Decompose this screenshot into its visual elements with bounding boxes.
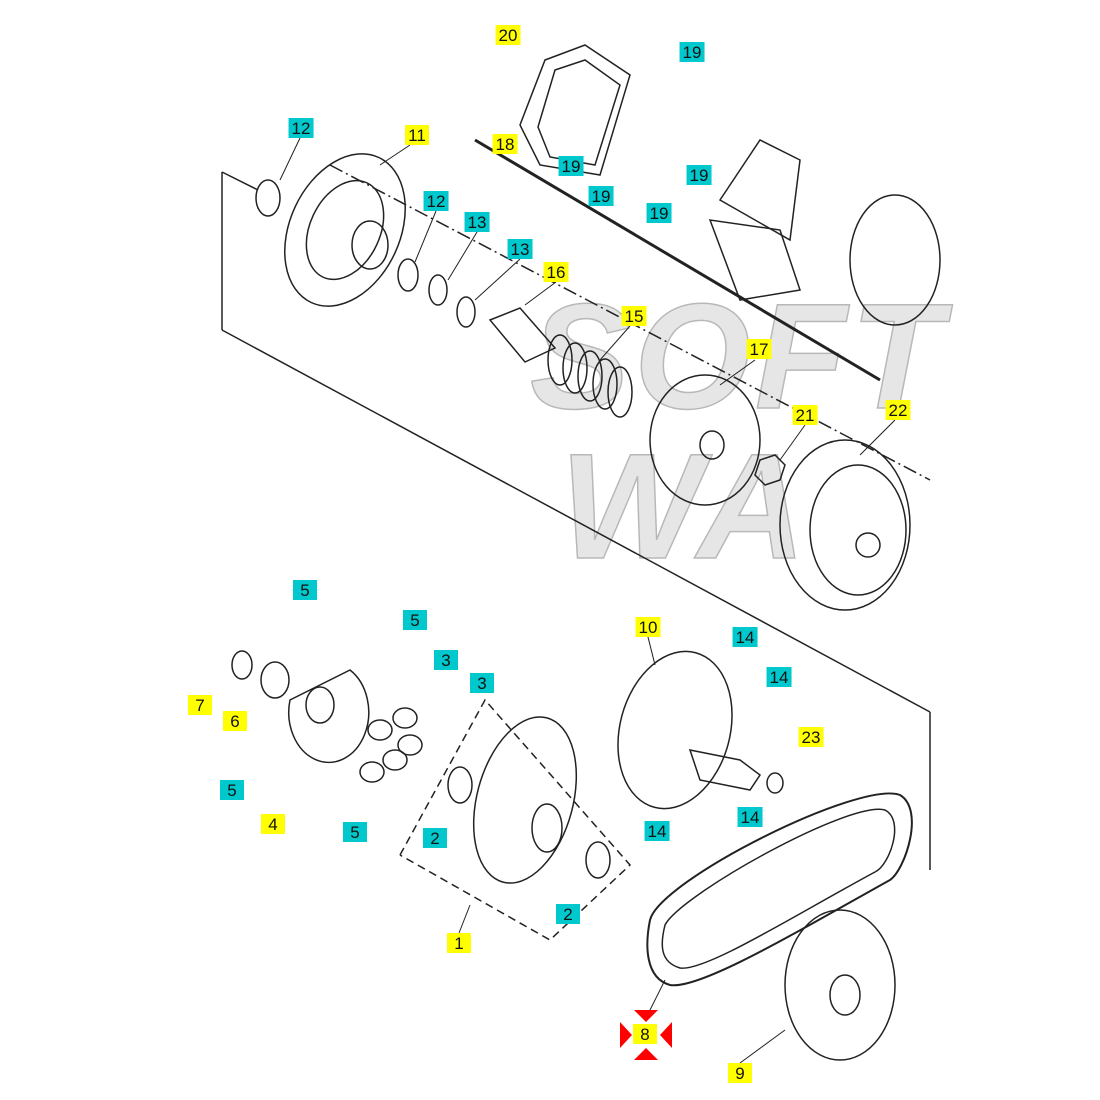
part-23-washer	[766, 772, 784, 794]
part-label-20[interactable]: 20	[495, 25, 521, 45]
part-label-22[interactable]: 22	[885, 400, 911, 420]
part-label-9[interactable]: 9	[728, 1063, 752, 1083]
part-label-3[interactable]: 3	[434, 650, 458, 670]
part-12-ring-2	[397, 258, 419, 292]
part-9-fan	[784, 909, 896, 1061]
part-label-2[interactable]: 2	[423, 828, 447, 848]
part-6-bush	[260, 661, 290, 699]
part-label-6[interactable]: 6	[223, 711, 247, 731]
part-21-nut	[754, 454, 786, 486]
part-label-14[interactable]: 14	[766, 667, 792, 687]
part-13-oring	[428, 274, 448, 306]
part-16-collar	[488, 307, 557, 363]
part-label-5[interactable]: 5	[293, 580, 317, 600]
part-label-2[interactable]: 2	[556, 904, 580, 924]
highlight-arrows-icon	[620, 1010, 672, 1060]
part-10-sheave	[617, 650, 733, 810]
part-label-7[interactable]: 7	[188, 695, 212, 715]
part-13-oring-2	[456, 296, 476, 328]
part-label-19[interactable]: 19	[679, 42, 705, 62]
part-2-ring-2	[585, 841, 611, 879]
part-1-group-outline	[399, 698, 632, 941]
part-18-gasket	[519, 44, 631, 176]
part-label-12[interactable]: 12	[423, 191, 449, 211]
part-label-4[interactable]: 4	[261, 814, 285, 834]
part-22-housing	[779, 439, 911, 611]
part-label-11[interactable]: 11	[405, 125, 429, 145]
clutch-shoe-2	[708, 219, 801, 301]
watermark: SOFT	[529, 271, 946, 441]
part-7-ring	[231, 650, 253, 680]
part-label-5[interactable]: 5	[403, 610, 427, 630]
clutch-plate	[849, 194, 941, 326]
part-label-15[interactable]: 15	[621, 306, 647, 326]
part-label-19[interactable]: 19	[646, 203, 672, 223]
clutch-shoe	[718, 139, 801, 242]
part-label-13[interactable]: 13	[507, 239, 533, 259]
part-label-12[interactable]: 12	[288, 118, 314, 138]
part-3-rollers	[359, 707, 423, 783]
part-label-23[interactable]: 23	[798, 727, 824, 747]
part-label-14[interactable]: 14	[737, 807, 763, 827]
part-2-ring	[447, 766, 473, 804]
part-label-10[interactable]: 10	[635, 617, 661, 637]
part-15-spring	[547, 334, 633, 418]
part-label-18[interactable]: 18	[492, 134, 518, 154]
part-11-drum	[284, 153, 406, 307]
part-4-cam	[288, 669, 370, 764]
outline-line	[221, 329, 931, 713]
part-label-5[interactable]: 5	[343, 822, 367, 842]
part-label-13[interactable]: 13	[464, 212, 490, 232]
part-label-14[interactable]: 14	[732, 627, 758, 647]
part-label-16[interactable]: 16	[543, 262, 569, 282]
part-label-19[interactable]: 19	[558, 156, 584, 176]
part-label-1[interactable]: 1	[447, 933, 471, 953]
part-label-19[interactable]: 19	[588, 186, 614, 206]
part-label-8-highlighted[interactable]: 8	[633, 1024, 657, 1044]
part-12-ring	[255, 179, 281, 217]
part-1-sheave	[472, 716, 578, 884]
part-label-5[interactable]: 5	[220, 780, 244, 800]
part-label-14[interactable]: 14	[644, 821, 670, 841]
part-label-21[interactable]: 21	[792, 405, 818, 425]
part-17-clutch	[649, 374, 761, 506]
leader-lines	[279, 137, 896, 1064]
part-label-17[interactable]: 17	[746, 339, 772, 359]
part-8-belt	[646, 792, 913, 987]
watermark-2: WA	[559, 421, 810, 591]
part-label-19[interactable]: 19	[686, 165, 712, 185]
assembly-outline-upper	[221, 171, 259, 191]
clutch-group-line	[474, 138, 881, 382]
part-label-3[interactable]: 3	[470, 673, 494, 693]
